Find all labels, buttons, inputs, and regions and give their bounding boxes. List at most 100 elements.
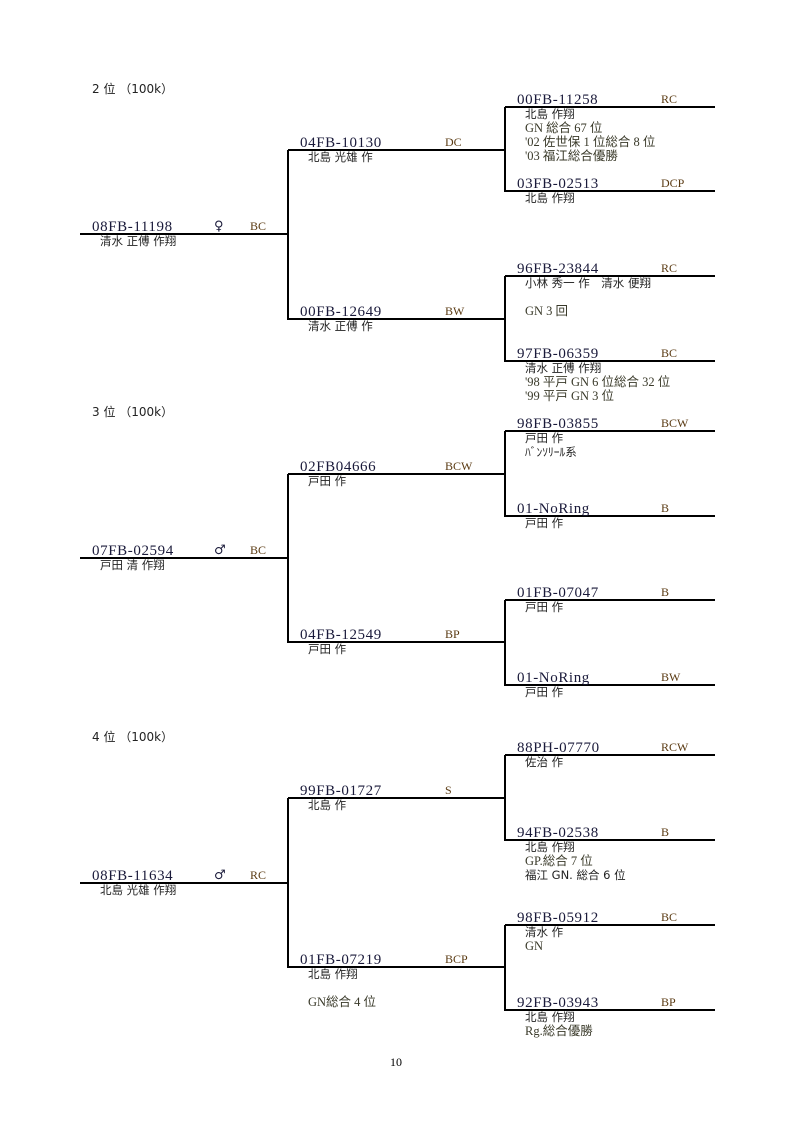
dam-color-code: BCP	[445, 952, 468, 966]
sire-dam-ring-number: 03FB-02513	[517, 176, 599, 192]
dam-dam-ring-number: 92FB-03943	[517, 995, 599, 1011]
dam-sire-line	[505, 599, 715, 601]
dam-dam-line	[505, 1009, 715, 1011]
page-number: 10	[390, 1055, 402, 1069]
pigeon-sex-symbol: ♂	[214, 868, 226, 883]
dam-dam-note: 清水 正傅 作翔	[525, 361, 602, 375]
sire-ring-number: 99FB-01727	[300, 783, 382, 799]
dam-dam-note: 戸田 作	[525, 685, 564, 699]
sire-sire-ring-number: 88PH-07770	[517, 740, 600, 756]
dam-note: GN総合 4 位	[308, 995, 377, 1009]
pigeon-color-code: BC	[250, 543, 267, 557]
dam-dam-color-code: BW	[661, 670, 681, 684]
pigeon-note: 清水 正傅 作翔	[100, 234, 177, 248]
connector-line	[504, 600, 506, 686]
sire-dam-line	[505, 190, 715, 192]
dam-sire-color-code: BC	[661, 910, 678, 924]
pigeon-sex-symbol: ♀	[214, 219, 224, 234]
pigeon-line	[80, 233, 288, 235]
sire-note: 北島 作	[308, 798, 347, 812]
sire-color-code: S	[445, 783, 452, 797]
sire-sire-note: ﾊﾞﾝｿﾘｰﾙ系	[525, 445, 577, 459]
sire-dam-ring-number: 94FB-02538	[517, 825, 599, 841]
dam-sire-note: 戸田 作	[525, 600, 564, 614]
pigeon-line	[80, 557, 288, 559]
dam-dam-note: 北島 作翔	[525, 1010, 575, 1024]
sire-dam-note: 北島 作翔	[525, 840, 575, 854]
sire-sire-color-code: RC	[661, 92, 678, 106]
sire-ring-number: 04FB-10130	[300, 135, 382, 151]
sire-line	[288, 149, 505, 151]
sire-color-code: DC	[445, 135, 462, 149]
sire-sire-note: '02 佐世保 1 位総合 8 位	[525, 135, 656, 149]
sire-dam-ring-number: 01-NoRing	[517, 501, 590, 517]
sire-dam-note: 戸田 作	[525, 516, 564, 530]
dam-ring-number: 01FB-07219	[300, 952, 382, 968]
sire-sire-ring-number: 98FB-03855	[517, 416, 599, 432]
dam-sire-note: GN 3 回	[525, 304, 569, 318]
dam-sire-note: 清水 作	[525, 925, 564, 939]
dam-line	[288, 318, 505, 320]
dam-note: 北島 作翔	[308, 967, 358, 981]
sire-note: 戸田 作	[308, 474, 347, 488]
dam-color-code: BW	[445, 304, 465, 318]
sire-sire-note: 佐治 作	[525, 755, 564, 769]
dam-dam-note: Rg.総合優勝	[525, 1024, 593, 1038]
dam-sire-color-code: B	[661, 585, 670, 599]
dam-note: 戸田 作	[308, 642, 347, 656]
sire-dam-note: 福江 GN. 総合 6 位	[525, 868, 626, 882]
dam-sire-ring-number: 96FB-23844	[517, 261, 599, 277]
dam-sire-color-code: RC	[661, 261, 678, 275]
dam-dam-ring-number: 01-NoRing	[517, 670, 590, 686]
dam-sire-ring-number: 98FB-05912	[517, 910, 599, 926]
sire-ring-number: 02FB04666	[300, 459, 377, 475]
dam-dam-color-code: BP	[661, 995, 676, 1009]
sire-line	[288, 473, 505, 475]
pedigree-rank-title: 3 位 （100k）	[92, 405, 174, 419]
dam-dam-ring-number: 97FB-06359	[517, 346, 599, 362]
dam-sire-ring-number: 01FB-07047	[517, 585, 599, 601]
pigeon-color-code: BC	[250, 219, 267, 233]
sire-sire-ring-number: 00FB-11258	[517, 92, 599, 108]
connector-line	[287, 798, 289, 968]
sire-color-code: BCW	[445, 459, 473, 473]
sire-sire-line	[505, 106, 715, 108]
dam-color-code: BP	[445, 627, 460, 641]
sire-sire-color-code: BCW	[661, 416, 689, 430]
dam-dam-note: '98 平戸 GN 6 位総合 32 位	[525, 375, 671, 389]
sire-dam-line	[505, 515, 715, 517]
pigeon-ring-number: 08FB-11634	[92, 868, 174, 884]
sire-line	[288, 797, 505, 799]
sire-sire-color-code: RCW	[661, 740, 689, 754]
sire-sire-line	[505, 430, 715, 432]
dam-dam-note: '99 平戸 GN 3 位	[525, 389, 615, 403]
connector-line	[287, 150, 289, 320]
connector-line	[504, 431, 506, 517]
pigeon-line	[80, 882, 288, 884]
sire-dam-note: 北島 作翔	[525, 191, 575, 205]
pigeon-note: 戸田 清 作翔	[100, 558, 165, 572]
sire-note: 北島 光雄 作	[308, 150, 373, 164]
connector-line	[504, 755, 506, 841]
pigeon-color-code: RC	[250, 868, 267, 882]
sire-dam-color-code: B	[661, 501, 670, 515]
sire-sire-note: 戸田 作	[525, 431, 564, 445]
connector-line	[287, 474, 289, 643]
sire-sire-line	[505, 754, 715, 756]
pigeon-ring-number: 08FB-11198	[92, 219, 173, 235]
dam-dam-line	[505, 360, 715, 362]
dam-sire-note: GN	[525, 939, 544, 953]
sire-sire-note: 北島 作翔	[525, 107, 575, 121]
connector-line	[504, 925, 506, 1011]
dam-ring-number: 00FB-12649	[300, 304, 382, 320]
connector-line	[504, 107, 506, 192]
dam-sire-line	[505, 275, 715, 277]
dam-line	[288, 641, 505, 643]
pigeon-ring-number: 07FB-02594	[92, 543, 174, 559]
pigeon-note: 北島 光雄 作翔	[100, 883, 177, 897]
sire-dam-color-code: DCP	[661, 176, 685, 190]
pedigree-rank-title: 2 位 （100k）	[92, 82, 174, 96]
pigeon-sex-symbol: ♂	[214, 543, 226, 558]
dam-dam-color-code: BC	[661, 346, 678, 360]
